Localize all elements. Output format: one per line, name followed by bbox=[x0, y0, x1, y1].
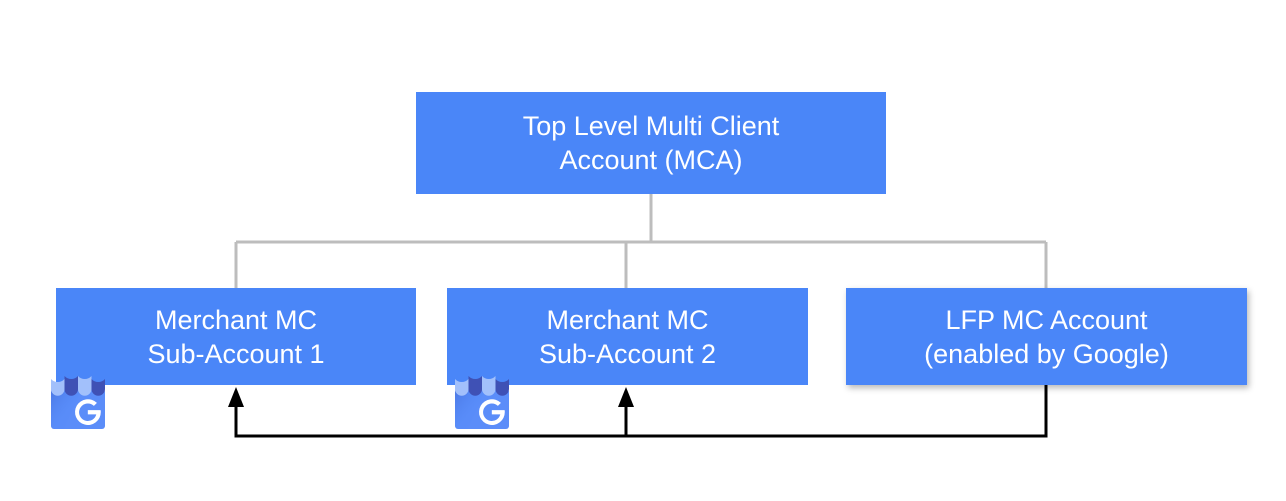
node-merchant-2-line1: Merchant MC bbox=[546, 304, 709, 335]
node-lfp-line1: LFP MC Account bbox=[945, 304, 1148, 335]
node-lfp-mc-account[interactable]: LFP MC Account (enabled by Google) bbox=[846, 288, 1247, 385]
node-merchant-mc-sub-account-1[interactable]: Merchant MC Sub-Account 1 bbox=[56, 288, 416, 385]
arrowheads bbox=[228, 387, 634, 407]
node-top-level-mca-line1: Top Level Multi Client bbox=[522, 111, 780, 141]
node-lfp-line2: (enabled by Google) bbox=[924, 338, 1169, 369]
node-top-level-mca-line2: Account (MCA) bbox=[559, 145, 743, 175]
google-my-business-icon bbox=[455, 376, 509, 429]
connector-lfp-to-merchant-1 bbox=[234, 385, 1048, 438]
arrowhead-merchant-2 bbox=[618, 387, 634, 407]
tree-connectors bbox=[234, 194, 1048, 288]
lfp-feedback-connectors bbox=[234, 385, 1048, 438]
node-merchant-2-line2: Sub-Account 2 bbox=[538, 338, 717, 369]
node-merchant-1-line2: Sub-Account 1 bbox=[147, 338, 325, 369]
arrowhead-merchant-1 bbox=[228, 387, 244, 407]
node-merchant-1-line1: Merchant MC bbox=[154, 304, 318, 335]
node-top-level-mca[interactable]: Top Level Multi Client Account (MCA) bbox=[416, 92, 886, 194]
google-my-business-icon bbox=[51, 376, 105, 429]
node-merchant-mc-sub-account-2[interactable]: Merchant MC Sub-Account 2 bbox=[447, 288, 808, 385]
